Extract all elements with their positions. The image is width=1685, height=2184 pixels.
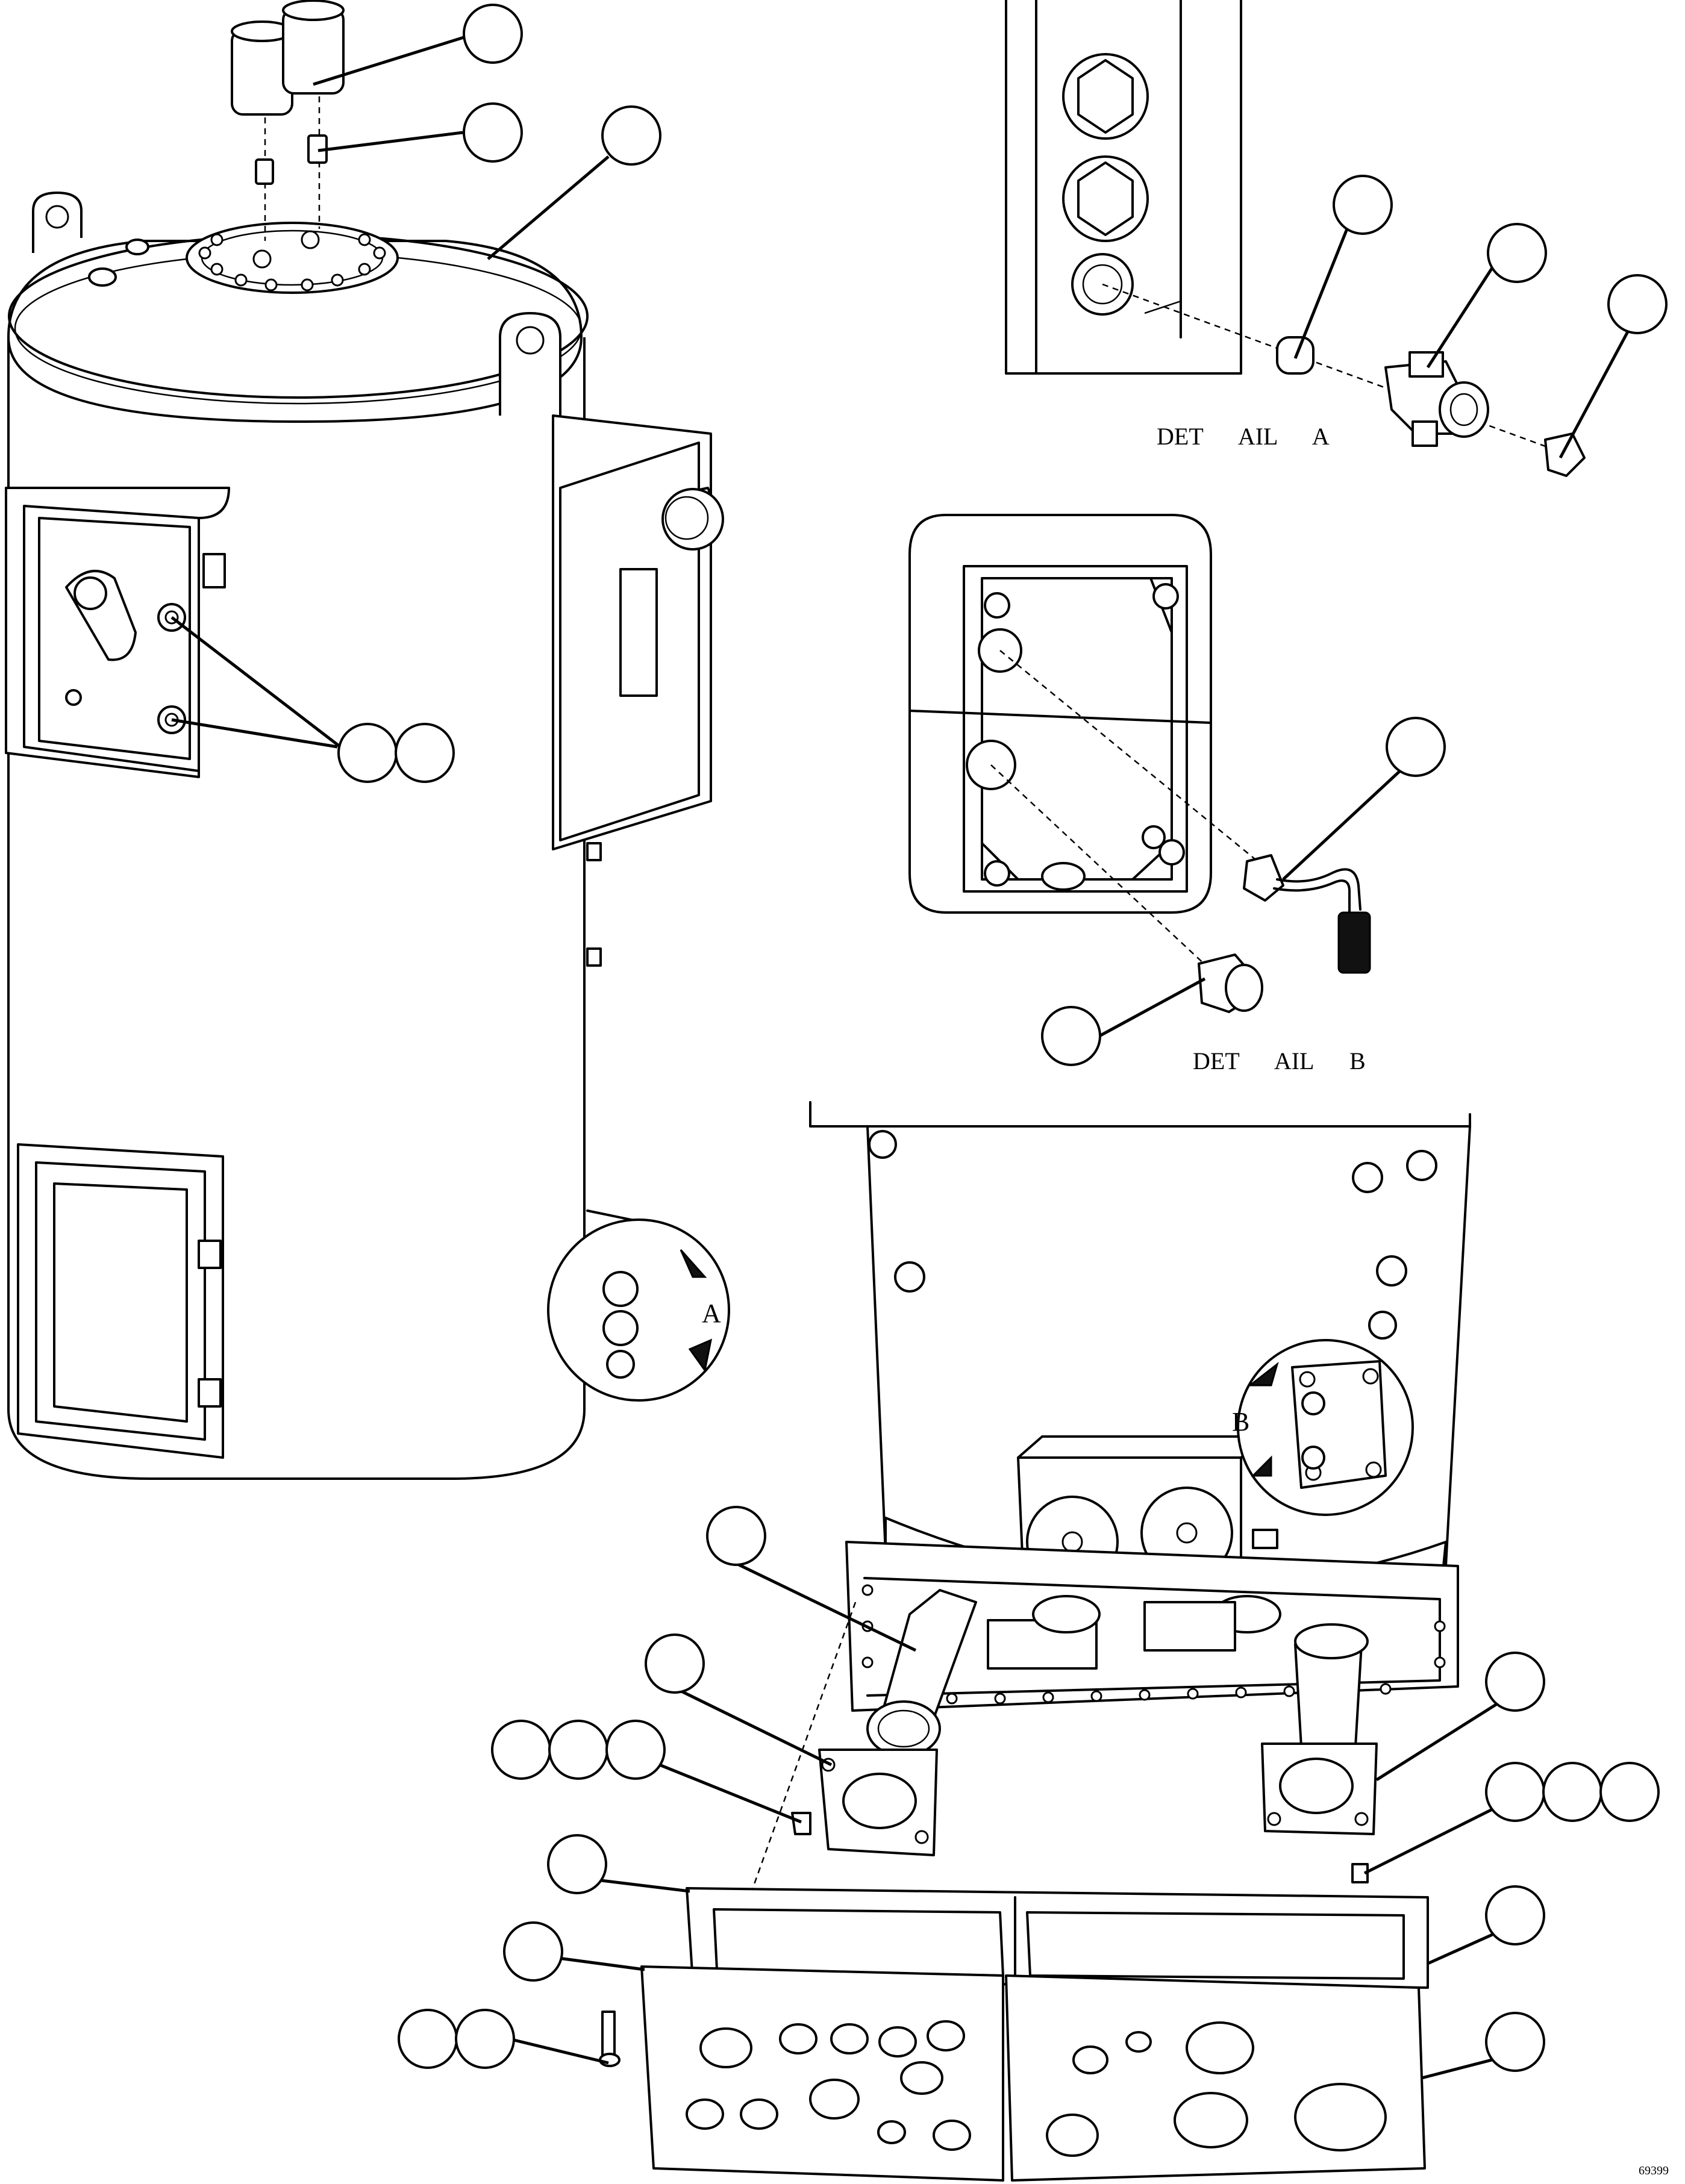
- callout-bubble: [463, 4, 523, 64]
- callout-bubbles: [337, 4, 1668, 2072]
- drawing-number: 69399: [1639, 2164, 1669, 2177]
- detail-a-label: DET AIL A: [1157, 423, 1330, 450]
- callout-bubble: [645, 1633, 705, 1694]
- callout-bubble: [605, 1720, 666, 1780]
- callout-bubble: [1487, 223, 1547, 283]
- callout-bubble: [547, 1834, 607, 1894]
- base-plates: [599, 1965, 1426, 2182]
- view-letter-b: B: [1232, 1407, 1249, 1437]
- callout-bubble: [706, 1506, 766, 1566]
- callout-bubble: [1041, 1006, 1101, 1066]
- callout-bubble: [463, 102, 523, 163]
- plate-openings: [686, 2020, 1387, 2157]
- callout-bubble: [1607, 274, 1668, 334]
- callout-bubble: [1599, 1762, 1660, 1822]
- base-assembly: B: [809, 1101, 1471, 1757]
- callout-bubble: [1485, 1652, 1545, 1712]
- callout-bubble: [1333, 175, 1393, 235]
- callout-bubble: [1485, 1885, 1545, 1945]
- callout-bubble: [601, 105, 661, 166]
- callout-bubble: [548, 1720, 608, 1780]
- tank-assembly: [5, 192, 724, 1480]
- callout-bubble: [1386, 717, 1446, 777]
- callout-bubble: [1485, 1762, 1545, 1822]
- detail-b-view: DET AIL B: [908, 514, 1371, 1075]
- flange-bolts: [198, 230, 386, 292]
- view-letter-a: A: [702, 1299, 721, 1328]
- callout-bubble: [395, 723, 455, 783]
- pipe-flange-plates: [791, 1743, 1378, 1883]
- callout-bubble: [455, 2009, 515, 2069]
- callout-bubble: [1485, 2012, 1545, 2072]
- detail-a-view: DET AIL A: [1005, 0, 1586, 477]
- cap-parts: [231, 0, 345, 241]
- detail-b-label: DET AIL B: [1193, 1047, 1366, 1075]
- detail-a-locator: A: [547, 1209, 730, 1402]
- callout-bubble: [1542, 1762, 1602, 1822]
- callout-bubble: [337, 723, 398, 783]
- callout-bubble: [398, 2009, 458, 2069]
- callout-bubble: [503, 1921, 563, 1982]
- frame-bolt-holes: [861, 1584, 1446, 1705]
- callout-bubble: [491, 1720, 551, 1780]
